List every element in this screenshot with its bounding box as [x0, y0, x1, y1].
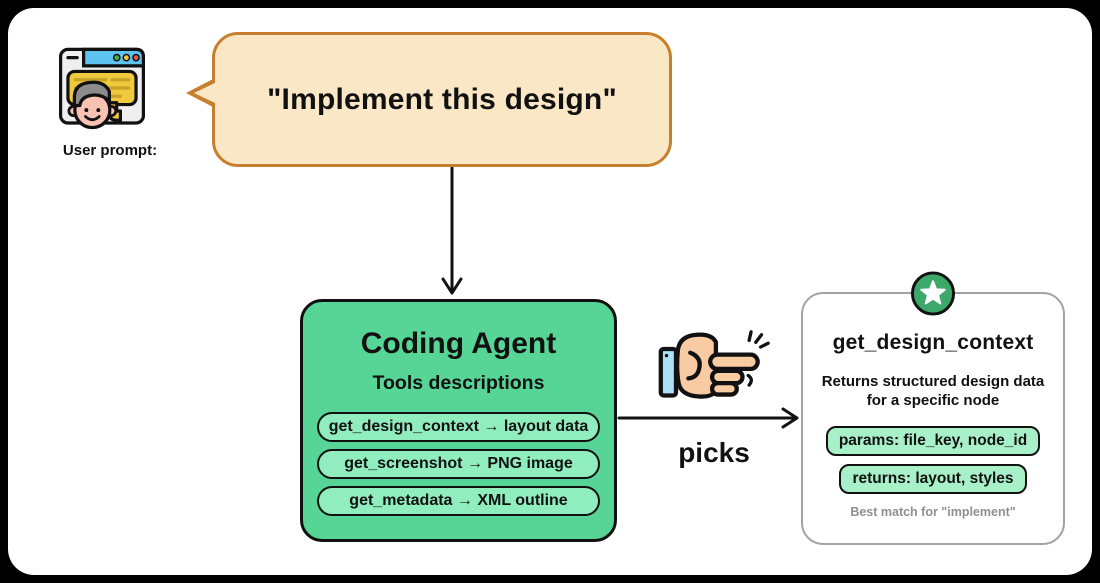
diagram-canvas: User prompt: "Implement this design" Cod…: [8, 8, 1092, 575]
tool-pill-get-design-context: get_design_context → layout data: [317, 412, 600, 442]
user-browser-chat-icon: [58, 47, 146, 130]
star-icon: [910, 271, 956, 316]
prompt-text: "Implement this design": [267, 82, 617, 116]
tool-card-title: get_design_context: [832, 331, 1034, 354]
coding-agent-title: Coding Agent: [360, 327, 557, 360]
coding-agent-box: Coding Agent Tools descriptions get_desi…: [300, 299, 617, 542]
user-prompt-label: User prompt:: [62, 142, 158, 159]
tool-pill-get-metadata: get_metadata → XML outline: [317, 486, 600, 516]
params-pill: params: file_key, node_id: [825, 426, 1041, 457]
tools-descriptions-subtitle: Tools descriptions: [372, 372, 545, 394]
tools-list: get_design_context → layout data get_scr…: [303, 412, 614, 516]
picks-label: picks: [678, 437, 750, 468]
tool-card-pill-list: params: file_key, node_id returns: layou…: [825, 426, 1041, 495]
arrow-right: [617, 407, 799, 429]
best-match-footnote: Best match for "implement": [850, 505, 1016, 520]
tool-card-description: Returns structured design data for a spe…: [821, 373, 1045, 410]
prompt-speech-bubble: "Implement this design": [186, 32, 672, 167]
selected-tool-card: get_design_context Returns structured de…: [801, 271, 1065, 545]
arrow-down: [441, 166, 463, 295]
pointing-hand-icon: [658, 330, 770, 399]
tool-pill-get-screenshot: get_screenshot → PNG image: [317, 449, 600, 479]
returns-pill: returns: layout, styles: [839, 464, 1027, 495]
